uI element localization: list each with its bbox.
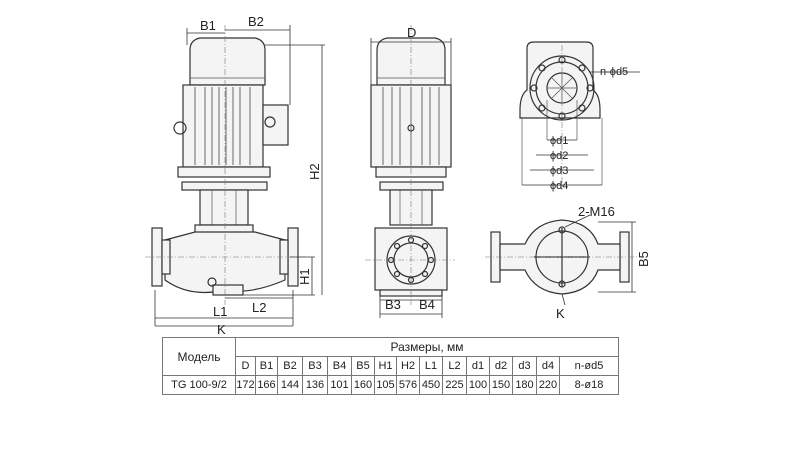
top-view: 2-M16 B5 K [485, 204, 651, 321]
value-cell: 8-ø18 [559, 375, 619, 395]
dimensions-table: Модель Размеры, мм D B1 B2 B3 B4 B5 H1 H… [162, 337, 619, 395]
value-cell: 166 [255, 375, 278, 395]
value-cell: 172 [235, 375, 256, 395]
value-cell: 160 [351, 375, 375, 395]
label-b5: B5 [636, 251, 651, 267]
col-header: B3 [302, 356, 328, 376]
col-header: B5 [351, 356, 375, 376]
value-cell: 180 [512, 375, 537, 395]
value-cell: 101 [327, 375, 352, 395]
motor-fins [194, 87, 251, 165]
label-h2: H2 [307, 163, 322, 180]
label-b3: B3 [385, 297, 401, 312]
label-d: D [407, 25, 416, 40]
value-cell: 100 [466, 375, 490, 395]
front-view: D B3 B4 [365, 25, 455, 318]
label-k: K [217, 322, 226, 335]
col-header: D [235, 356, 256, 376]
label-d3: ϕd3 [550, 165, 568, 177]
label-h1: H1 [297, 268, 312, 285]
value-cell: 450 [419, 375, 443, 395]
model-header: Модель [162, 337, 236, 376]
col-header: H1 [374, 356, 397, 376]
model-cell: TG 100-9/2 [162, 375, 236, 395]
value-cell: 144 [277, 375, 303, 395]
col-header: B2 [277, 356, 303, 376]
table-row: TG 100-9/2 172 166 144 136 101 160 105 5… [162, 375, 619, 395]
value-cell: 150 [489, 375, 513, 395]
value-cell: 105 [374, 375, 397, 395]
value-cell: 225 [442, 375, 467, 395]
dimensions-group-header: Размеры, мм [235, 337, 619, 357]
value-cell: 220 [536, 375, 560, 395]
label-b4: B4 [419, 297, 435, 312]
label-2-m16: 2-M16 [578, 204, 615, 219]
label-l1: L1 [213, 304, 227, 319]
value-cell: 136 [302, 375, 328, 395]
col-header: n-ød5 [559, 356, 619, 376]
col-header: d1 [466, 356, 490, 376]
col-header: L2 [442, 356, 467, 376]
col-header: d4 [536, 356, 560, 376]
column-header-row: D B1 B2 B3 B4 B5 H1 H2 L1 L2 d1 d2 d3 d4… [163, 356, 619, 376]
label-d2: ϕd2 [550, 150, 568, 162]
col-header: d2 [489, 356, 513, 376]
pump-dimension-drawing: B1 B2 H2 H1 L2 L1 K [145, 14, 651, 335]
label-n-d5: n-ϕd5 [600, 66, 628, 78]
col-header: B4 [327, 356, 352, 376]
value-cell: 576 [396, 375, 420, 395]
front-motor-fins [382, 87, 440, 165]
side-view: B1 B2 H2 H1 L2 L1 K [145, 14, 325, 335]
flange-view: n-ϕd5 ϕd1 ϕd2 ϕd3 ϕd4 [519, 41, 640, 192]
col-header: d3 [512, 356, 537, 376]
label-b1: B1 [200, 18, 216, 33]
col-header: B1 [255, 356, 278, 376]
label-l2: L2 [252, 300, 266, 315]
col-header: L1 [419, 356, 443, 376]
label-d4: ϕd4 [550, 180, 568, 192]
label-b2: B2 [248, 14, 264, 29]
col-header: H2 [396, 356, 420, 376]
label-d1: ϕd1 [550, 135, 568, 147]
label-k-top: K [556, 306, 565, 321]
